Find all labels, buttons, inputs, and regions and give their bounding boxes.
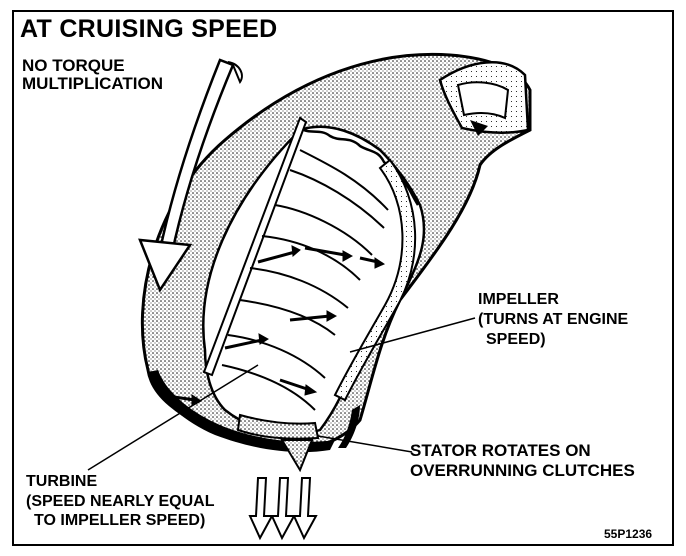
subtitle-line-1: NO TORQUE	[22, 57, 163, 75]
stator-label-line-2: OVERRUNNING CLUTCHES	[410, 461, 635, 481]
figure-code: 55P1236	[604, 528, 652, 541]
diagram-title: AT CRUISING SPEED	[20, 16, 277, 43]
stator-label: STATOR ROTATES ON OVERRUNNING CLUTCHES	[410, 441, 635, 482]
impeller-label-line-2: (TURNS AT ENGINE	[478, 310, 628, 330]
impeller-label-line-1: IMPELLER	[478, 290, 628, 310]
turbine-label: TURBINE (SPEED NEARLY EQUAL TO IMPELLER …	[26, 472, 214, 531]
diagram-subtitle: NO TORQUE MULTIPLICATION	[22, 57, 163, 94]
turbine-label-line-1: TURBINE	[26, 472, 214, 492]
turbine-label-line-3: TO IMPELLER SPEED)	[26, 511, 214, 531]
subtitle-line-2: MULTIPLICATION	[22, 75, 163, 93]
impeller-label: IMPELLER (TURNS AT ENGINE SPEED)	[478, 290, 628, 350]
output-arrows-icon	[250, 478, 316, 538]
impeller-label-line-3: SPEED)	[478, 330, 628, 350]
turbine-label-line-2: (SPEED NEARLY EQUAL	[26, 492, 214, 512]
stator-label-line-1: STATOR ROTATES ON	[410, 441, 635, 461]
